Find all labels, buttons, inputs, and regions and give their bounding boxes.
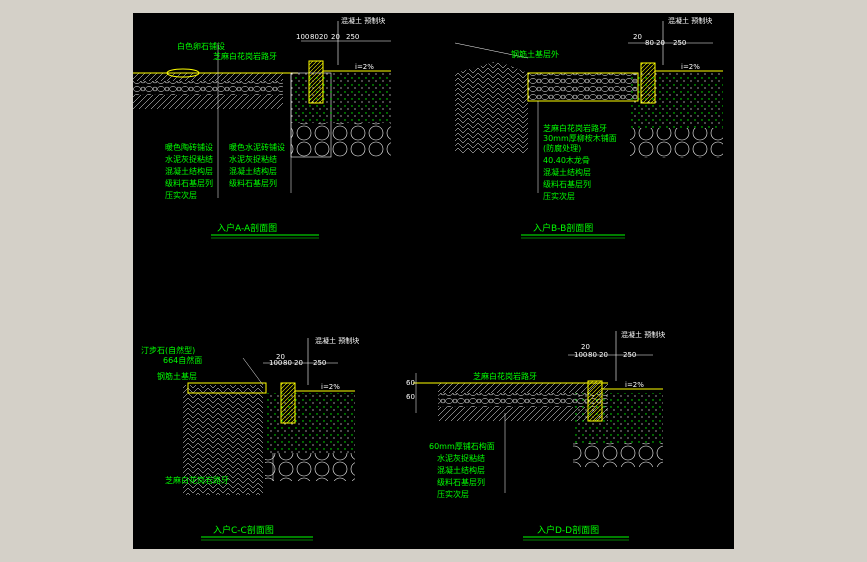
dd-stone-base [573, 443, 663, 467]
bb-dim-20b: 20 [656, 39, 665, 47]
dd-dim-20: 20 [581, 343, 590, 351]
bb-layer-5: 混凝土结构层 [543, 167, 591, 177]
cc-title: 入户C-C剖面图 [213, 524, 274, 536]
dd-layer-3: 混凝土结构层 [437, 465, 485, 475]
aa-concrete-layer [133, 95, 283, 109]
dd-slope: i=2% [625, 381, 644, 389]
cc-stone-base [265, 453, 355, 481]
dd-layer-2: 水泥灰捉粘结 [437, 453, 485, 463]
dd-curb-label: 混凝土 预制块 [621, 330, 665, 339]
aa-dim-80: 80 [310, 33, 319, 41]
section-bb: 钢筋土基层外 混凝土 预制块 20 80 20 250 i=2% 芝麻白花岗岩路… [454, 16, 723, 239]
cc-dim-100: 100 [269, 359, 282, 367]
aa-right-layer-2: 水泥灰捉粘结 [229, 154, 277, 164]
aa-concrete-block [291, 73, 391, 123]
dd-dim-80: 80 [588, 351, 597, 359]
aa-title: 入户A-A剖面图 [217, 222, 277, 234]
cc-base-label: 钢筋土基层 [157, 371, 197, 381]
aa-curb-label: 混凝土 预制块 [341, 16, 385, 25]
dd-pave-label: 芝麻白花岗岩路牙 [473, 371, 537, 381]
cc-stepping-stone [187, 382, 267, 394]
aa-stone-base [291, 123, 391, 157]
aa-dim-20: 20 [331, 33, 340, 41]
dd-pebble-layer [438, 393, 608, 407]
dd-layer-5: 压实次层 [437, 489, 469, 499]
bb-curb-label: 混凝土 预制块 [668, 16, 712, 25]
aa-dim-100: 100 [296, 33, 309, 41]
cc-bottom-label: 芝麻白花岗岩路牙 [165, 475, 229, 485]
bb-layer-2: 30mm厚柳桉木铺面 [543, 133, 617, 143]
aa-top-left-label: 白色卵石铺设 [177, 41, 225, 51]
dd-dim-100: 100 [574, 351, 587, 359]
aa-dim-20b: 20 [319, 33, 328, 41]
bb-soil [455, 61, 528, 153]
cc-slope: i=2% [321, 383, 340, 391]
bb-top-label: 钢筋土基层外 [511, 49, 559, 59]
bb-concrete [630, 73, 723, 128]
aa-paving-left [133, 73, 283, 81]
bb-layer-1: 芝麻白花岗岩路牙 [543, 123, 607, 133]
bb-dim-20: 20 [633, 33, 642, 41]
dd-curb [587, 380, 603, 422]
aa-right-layer-4: 级料石基层列 [229, 178, 277, 188]
dd-layer-4: 级料石基层列 [437, 477, 485, 487]
bb-layer-7: 压实次层 [543, 191, 575, 201]
aa-pebbles [166, 68, 200, 78]
bb-deck [527, 72, 639, 102]
cc-dim-250: 250 [313, 359, 326, 367]
bb-dim-250: 250 [673, 39, 686, 47]
dd-concrete-layer [438, 407, 608, 421]
aa-right-layer-1: 暖色水泥砖铺设 [229, 142, 285, 152]
cc-soil [183, 385, 263, 495]
dd-concrete-block [573, 393, 663, 443]
cc-dim-80: 80 [283, 359, 292, 367]
bb-layer-3: (防腐处理) [543, 143, 581, 153]
aa-dim-250: 250 [346, 33, 359, 41]
bb-slope: i=2% [681, 63, 700, 71]
cad-drawing: 白色卵石铺设 芝麻白花岗岩路牙 混凝土 预制块 20 100 80 20 250… [133, 16, 723, 541]
dd-dim-20b: 20 [599, 351, 608, 359]
bb-stone-base [630, 128, 723, 158]
aa-right-layer-3: 混凝土结构层 [229, 166, 277, 176]
section-cc: 汀步石(自然型) 664自然面 钢筋土基层 混凝土 预制块 20 100 80 … [141, 336, 359, 541]
cc-dim-20b: 20 [294, 359, 303, 367]
dd-dim-250: 250 [623, 351, 636, 359]
aa-left-layer-3: 混凝土结构层 [165, 166, 213, 176]
dd-layer-1: 60mm厚铺石构面 [429, 441, 495, 451]
dd-side-dim-2: 60 [406, 393, 415, 401]
cc-curb [280, 382, 296, 424]
section-dd: 混凝土 预制块 芝麻白花岗岩路牙 20 100 80 20 250 i=2% 6… [406, 330, 665, 541]
cc-top-label-1: 汀步石(自然型) [141, 345, 195, 355]
aa-curb [308, 60, 324, 104]
cc-top-label-2: 664自然面 [163, 355, 202, 365]
dd-title: 入户D-D剖面图 [537, 524, 599, 536]
aa-pebble-layer [133, 81, 283, 95]
aa-pave-label: 芝麻白花岗岩路牙 [213, 51, 277, 61]
cc-concrete [265, 393, 355, 453]
dd-side-dim-1: 60 [406, 379, 415, 387]
dd-paving [438, 383, 608, 393]
cc-dim-20: 20 [276, 353, 285, 361]
bb-layer-6: 级料石基层列 [543, 179, 591, 189]
aa-left-layer-5: 压实次层 [165, 190, 197, 200]
bb-title: 入户B-B剖面图 [533, 222, 593, 234]
bb-layer-4: 40.40木龙骨 [543, 155, 590, 165]
aa-slope: i=2% [355, 63, 374, 71]
drawing-sheet: 白色卵石铺设 芝麻白花岗岩路牙 混凝土 预制块 20 100 80 20 250… [133, 13, 734, 549]
aa-left-layer-4: 级料石基层列 [165, 178, 213, 188]
aa-left-layer-2: 水泥灰捉粘结 [165, 154, 213, 164]
cc-curb-label: 混凝土 预制块 [315, 336, 359, 345]
bb-dim-80: 80 [645, 39, 654, 47]
section-aa: 白色卵石铺设 芝麻白花岗岩路牙 混凝土 预制块 20 100 80 20 250… [133, 16, 391, 239]
aa-left-layer-1: 暖色陶砖铺设 [165, 142, 213, 152]
